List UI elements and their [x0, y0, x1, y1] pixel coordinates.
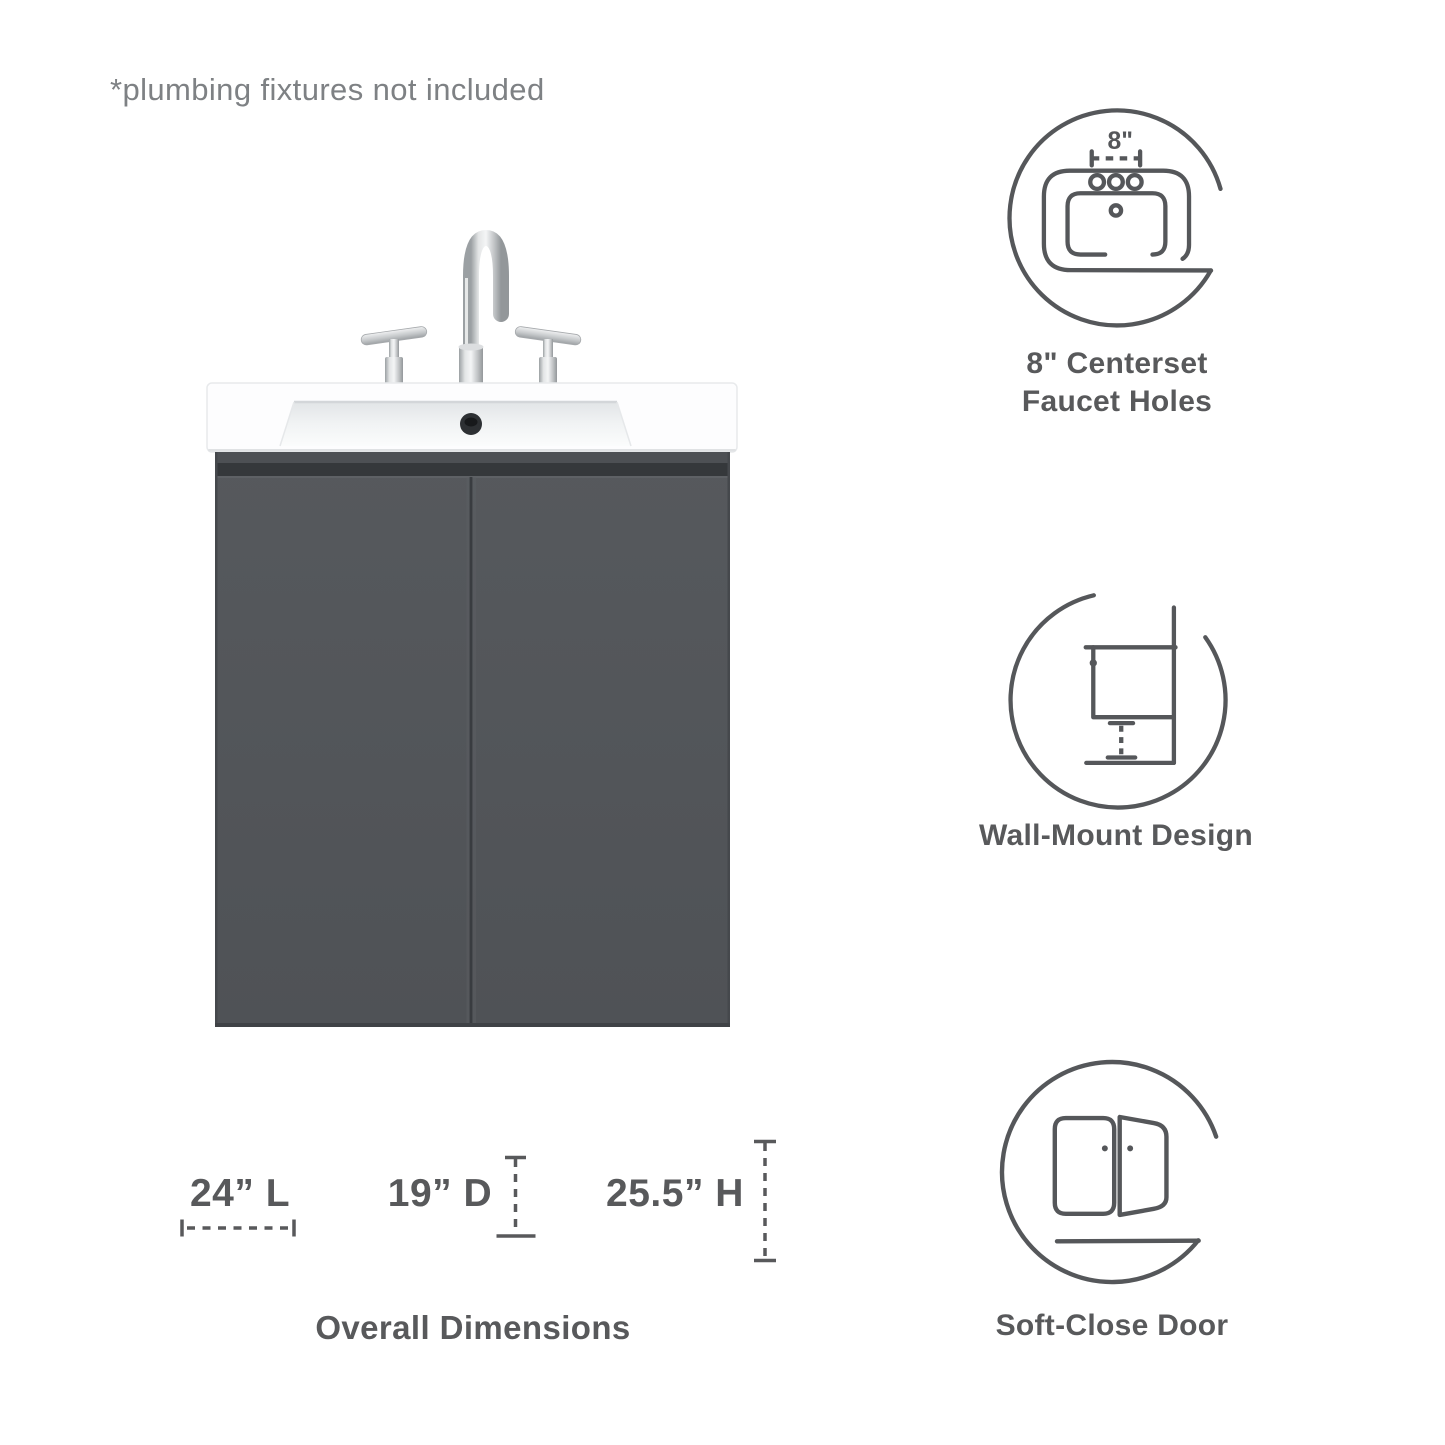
height-indicator	[754, 1139, 776, 1263]
feature-label-soft-close: Soft-Close Door	[995, 1309, 1229, 1342]
plumbing-note: *plumbing fixtures not included	[110, 72, 545, 107]
cabinet	[215, 452, 730, 1027]
faucet	[360, 229, 582, 400]
door-gap	[469, 477, 473, 1026]
cabinet-body	[215, 452, 730, 1027]
length-dimension-label: 24” L	[189, 1172, 291, 1215]
faucet-holes-icon: 8"	[1007, 108, 1223, 328]
cabinet-base-line	[1054, 1238, 1201, 1244]
icon-circle	[1007, 108, 1223, 328]
door-knob-dot	[1089, 659, 1097, 667]
wall-mount-icon	[1008, 593, 1228, 810]
dimensions-title: Overall Dimensions	[315, 1309, 631, 1346]
icon-measurement-text: 8"	[1107, 128, 1132, 155]
basin-outline	[1065, 191, 1168, 257]
length-indicator	[180, 1219, 296, 1237]
height-dimension-label: 25.5” H	[606, 1172, 744, 1215]
cabinet-outline	[1091, 645, 1177, 720]
sink-top	[206, 382, 738, 453]
left-door-handle-dot	[1101, 1145, 1108, 1152]
feature-label-faucet-holes: 8" Centerset Faucet Holes	[1022, 345, 1212, 421]
depth-dimension-label: 19” D	[387, 1172, 493, 1215]
depth-indicator	[496, 1155, 536, 1238]
feature-label-line1: 8" Centerset	[1026, 347, 1208, 380]
soft-close-door-icon	[999, 1059, 1219, 1285]
icon-circle	[1008, 593, 1228, 810]
sink-outline	[1041, 168, 1214, 273]
left-door	[1052, 1115, 1117, 1216]
feature-label-wall-mount: Wall-Mount Design	[979, 819, 1253, 852]
vanity-illustration	[206, 229, 738, 1027]
icon-circle	[999, 1059, 1219, 1285]
sink-basin	[280, 402, 631, 446]
faucet-spout	[463, 229, 509, 400]
right-door-handle-dot	[1127, 1145, 1134, 1152]
right-door	[1117, 1114, 1169, 1218]
feature-label-line2: Faucet Holes	[1021, 385, 1213, 418]
